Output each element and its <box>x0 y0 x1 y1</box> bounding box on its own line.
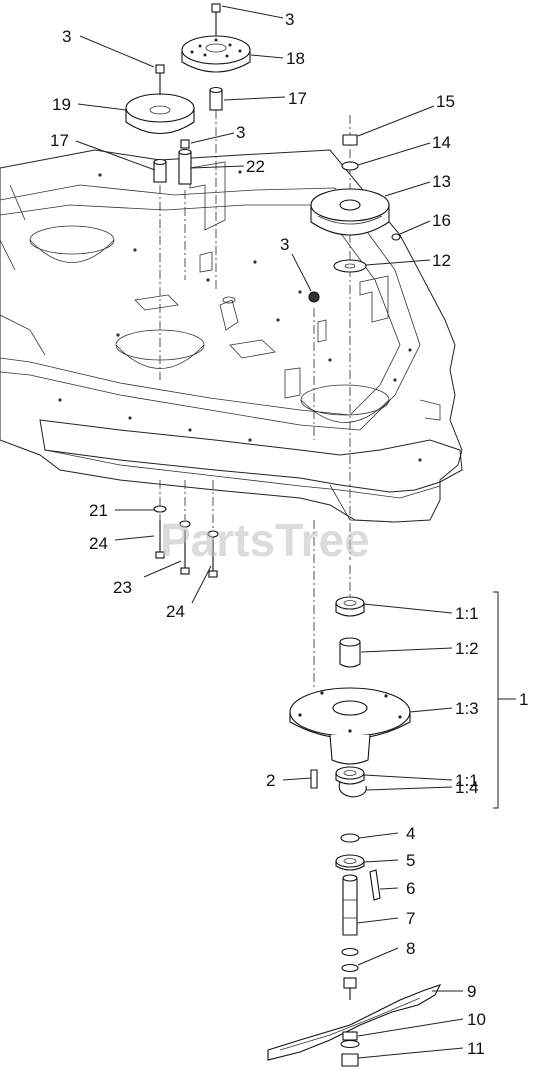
callout-3-left: 3 <box>62 27 71 46</box>
part-hardware-10-11 <box>340 1031 360 1067</box>
part-spacer-17-left <box>153 158 167 183</box>
part-washer-21 <box>153 505 167 513</box>
callout-24-right: 24 <box>166 602 185 621</box>
part-bolt-2 <box>310 769 318 789</box>
part-pin-16 <box>391 233 401 241</box>
part-snap-ring-1-4 <box>338 781 367 798</box>
part-nut-15 <box>342 134 358 146</box>
callout-9: 9 <box>467 982 476 1001</box>
callout-19: 19 <box>52 95 71 114</box>
part-bolt-24-left <box>155 520 165 559</box>
part-spindle-shaft-7 <box>342 874 358 936</box>
leader-lines <box>75 5 516 1059</box>
part-pulley-18 <box>181 35 251 73</box>
part-nut-3-deck <box>308 291 320 303</box>
callout-1-2: 1:2 <box>455 639 479 658</box>
part-washer-4 <box>340 833 360 843</box>
part-nut-3-top <box>211 3 221 36</box>
callout-24-left: 24 <box>89 534 108 553</box>
callout-11: 11 <box>467 1039 485 1058</box>
part-housing-1-3 <box>289 687 411 765</box>
part-bolt-23 <box>179 520 191 575</box>
part-spacer-17-right <box>209 86 223 111</box>
part-bolt-22 <box>178 148 192 185</box>
callout-16: 16 <box>432 211 451 230</box>
callout-8: 8 <box>406 939 415 958</box>
part-key-6 <box>369 869 381 901</box>
callout-18: 18 <box>286 49 305 68</box>
callout-1: 1 <box>519 690 528 709</box>
callout-labels: 3 18 3 19 17 17 3 22 3 15 14 13 16 12 21… <box>50 10 528 1058</box>
callout-23: 23 <box>113 578 132 597</box>
part-bolt-24-right <box>207 530 219 578</box>
callout-3-deck: 3 <box>280 235 289 254</box>
callout-17-left: 17 <box>50 131 69 150</box>
callout-4: 4 <box>406 824 415 843</box>
callout-1-3: 1:3 <box>455 699 479 718</box>
callout-1-1-bottom: 1:1 <box>455 771 479 790</box>
callout-12: 12 <box>432 251 451 270</box>
watermark-text: PartsTree <box>160 514 370 566</box>
part-bearing-1-1-top <box>335 596 365 617</box>
callout-1-4: 1:4 <box>455 778 479 797</box>
callout-21: 21 <box>89 501 108 520</box>
mower-deck <box>0 149 463 523</box>
callout-3-top: 3 <box>285 10 294 29</box>
part-nut-3-middle <box>180 139 190 149</box>
callout-13: 13 <box>432 172 451 191</box>
callout-14: 14 <box>432 133 451 152</box>
callout-15: 15 <box>436 92 455 111</box>
part-seal-5 <box>335 854 365 871</box>
callout-6: 6 <box>406 879 415 898</box>
part-washer-12 <box>333 259 367 273</box>
part-pulley-13 <box>310 188 390 236</box>
callout-1-1-top: 1:1 <box>455 604 479 623</box>
callout-2: 2 <box>266 771 275 790</box>
callout-7: 7 <box>406 909 415 928</box>
part-washer-14 <box>341 161 359 171</box>
callout-3-middle: 3 <box>236 123 245 142</box>
part-bearing-1-1-bottom <box>335 766 365 785</box>
callout-22: 22 <box>246 157 265 176</box>
part-washers-8 <box>341 947 359 1000</box>
callout-10: 10 <box>467 1010 486 1029</box>
part-blade-9 <box>267 984 442 1061</box>
callout-17-right: 17 <box>288 89 307 108</box>
part-spacer-1-2 <box>339 637 361 668</box>
callout-5: 5 <box>406 851 415 870</box>
part-nut-3-left <box>155 64 165 95</box>
part-pulley-19 <box>125 93 195 134</box>
